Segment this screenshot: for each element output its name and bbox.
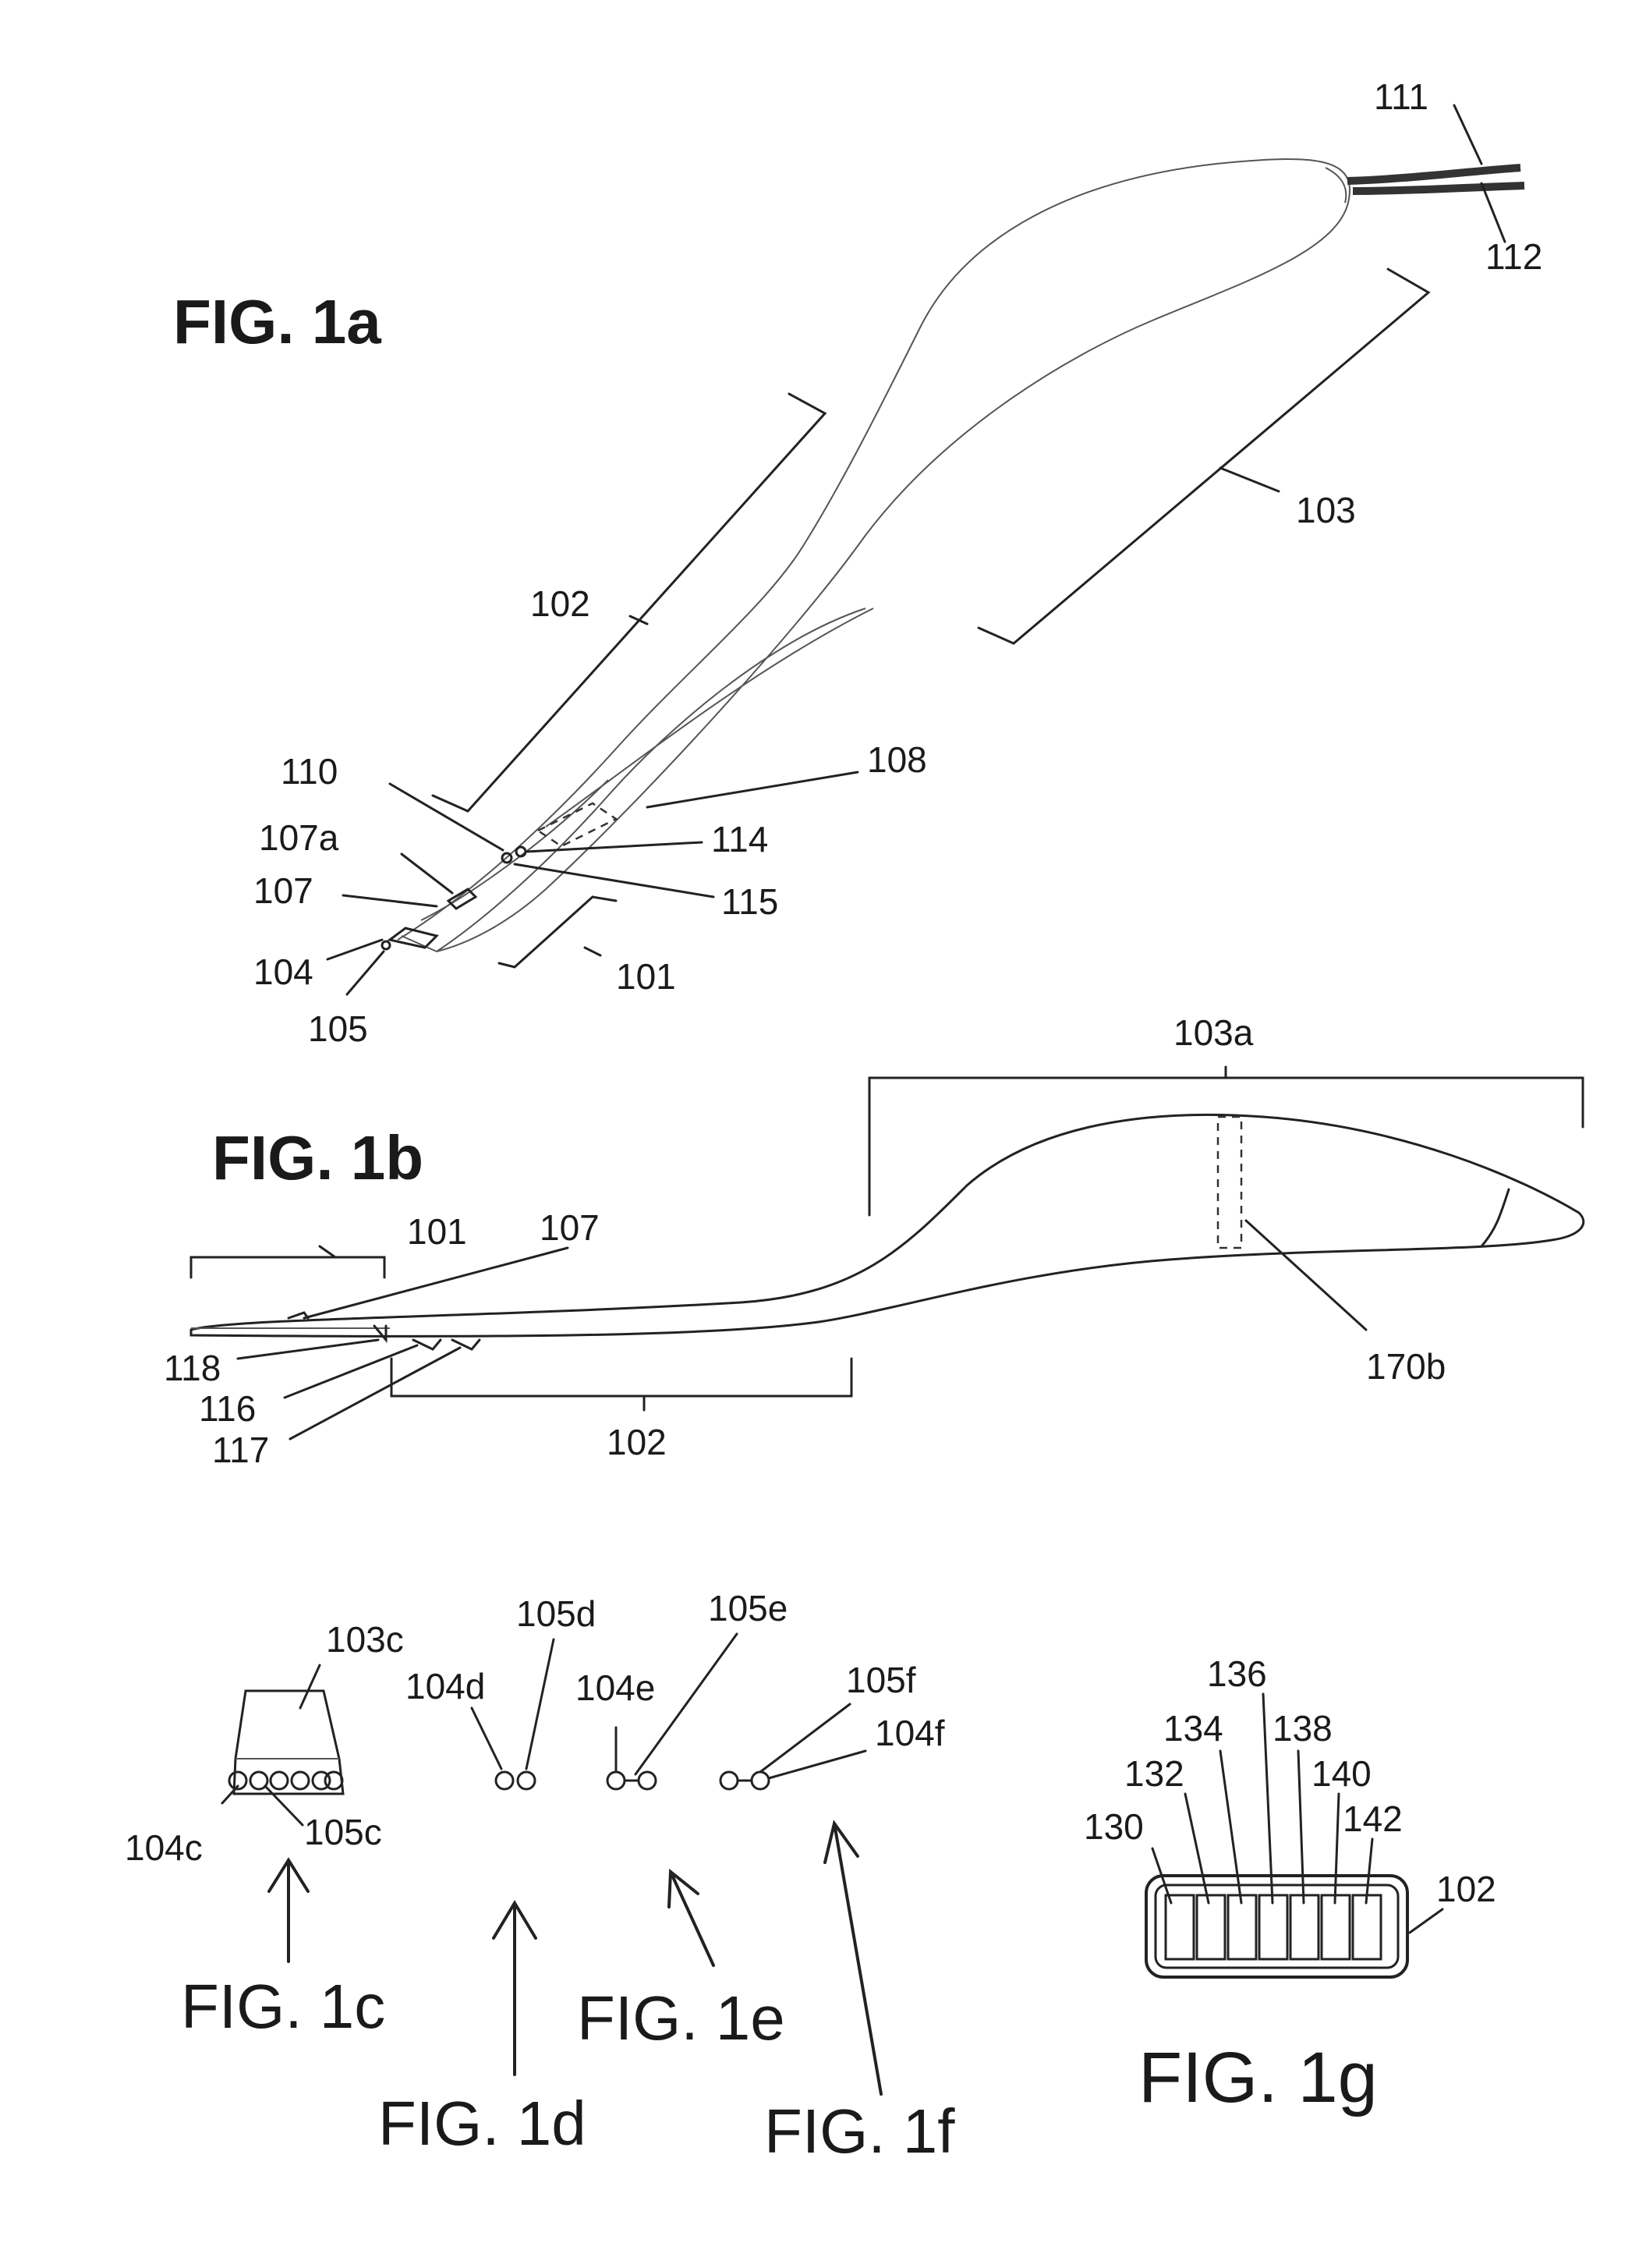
fig-1g-ref-142: 142 bbox=[1343, 1798, 1403, 1839]
fig-1a-bracket-103 bbox=[979, 269, 1428, 643]
fig-1a-bracket-102 bbox=[433, 394, 825, 811]
fig-1g-ref-134: 134 bbox=[1163, 1708, 1223, 1749]
fig-1c-ref-105c: 105c bbox=[304, 1812, 382, 1852]
fig-1c-ref-103c: 103c bbox=[326, 1619, 404, 1660]
fig-1b-ref-102: 102 bbox=[607, 1422, 667, 1462]
figure-1d: 104d 105d FIG. 1d bbox=[378, 1593, 596, 2158]
fig-1b-ref-107: 107 bbox=[540, 1207, 600, 1248]
fig-1e-electrode-b bbox=[639, 1772, 656, 1789]
figure-1c: 103c 104c 105c FIG. 1c bbox=[125, 1619, 404, 2041]
fig-1a-ref-112: 112 bbox=[1485, 236, 1542, 277]
fig-1b-ref-103a: 103a bbox=[1173, 1012, 1254, 1053]
fig-1g-title: FIG. 1g bbox=[1138, 2038, 1378, 2117]
fig-1a-ref-107: 107 bbox=[253, 870, 313, 911]
fig-1g-ref-102: 102 bbox=[1436, 1869, 1496, 1909]
fig-1f-title: FIG. 1f bbox=[764, 2096, 955, 2166]
fig-1g-cell-array bbox=[1166, 1895, 1381, 1959]
fig-1b-ref-116: 116 bbox=[199, 1388, 256, 1429]
figure-1e: 104e 105e FIG. 1e bbox=[575, 1588, 788, 2053]
fig-1b-dashed-component bbox=[1218, 1117, 1241, 1248]
fig-1g-housing-inner bbox=[1156, 1885, 1398, 1968]
fig-1a-title: FIG. 1a bbox=[173, 287, 381, 356]
fig-1a-ref-110: 110 bbox=[281, 751, 338, 792]
fig-1f-electrode-a bbox=[720, 1772, 738, 1789]
fig-1a-ref-111: 111 bbox=[1374, 76, 1428, 117]
fig-1b-ref-101: 101 bbox=[407, 1211, 467, 1252]
fig-1c-electrode-row bbox=[229, 1772, 342, 1789]
fig-1b-ref-117: 117 bbox=[212, 1430, 269, 1470]
fig-1a-ref-107a: 107a bbox=[259, 817, 339, 858]
fig-1a-ref-101: 101 bbox=[616, 956, 676, 997]
fig-1c-ref-104c: 104c bbox=[125, 1827, 203, 1868]
fig-1g-ref-136: 136 bbox=[1207, 1653, 1267, 1694]
fig-1a-ref-108: 108 bbox=[867, 739, 927, 780]
fig-1d-electrode-a bbox=[496, 1772, 513, 1789]
fig-1f-electrode-b bbox=[752, 1772, 769, 1789]
fig-1d-title: FIG. 1d bbox=[378, 2089, 586, 2158]
fig-1a-bracket-101 bbox=[499, 897, 616, 967]
fig-1e-title: FIG. 1e bbox=[577, 1983, 785, 2053]
fig-1d-electrode-b bbox=[518, 1772, 535, 1789]
fig-1f-ref-104f: 104f bbox=[875, 1713, 945, 1753]
fig-1b-bracket-103a bbox=[869, 1078, 1583, 1215]
fig-1f-ref-105f: 105f bbox=[846, 1660, 916, 1700]
figure-1b: FIG. 1b 103a 101 107 118 116 117 102 170… bbox=[164, 1012, 1584, 1470]
fig-1g-ref-130: 130 bbox=[1084, 1806, 1144, 1847]
fig-1a-device-outline bbox=[382, 159, 1350, 951]
figure-1a: FIG. 1a bbox=[173, 76, 1542, 1049]
fig-1d-ref-104d: 104d bbox=[405, 1666, 485, 1706]
fig-1a-cables bbox=[1347, 168, 1524, 191]
fig-1g-ref-140: 140 bbox=[1311, 1753, 1372, 1794]
fig-1a-ref-115: 115 bbox=[721, 881, 778, 922]
fig-1e-ref-104e: 104e bbox=[575, 1667, 655, 1708]
fig-1d-view-arrow bbox=[494, 1903, 536, 2075]
fig-1b-ref-170b: 170b bbox=[1366, 1346, 1446, 1387]
fig-1g-ref-138: 138 bbox=[1273, 1708, 1333, 1749]
fig-1d-ref-105d: 105d bbox=[516, 1593, 596, 1634]
fig-1b-bracket-101 bbox=[191, 1257, 384, 1278]
fig-1e-ref-105e: 105e bbox=[708, 1588, 788, 1628]
figure-1g: 130 132 134 136 138 140 142 102 FIG. 1g bbox=[1084, 1653, 1496, 2117]
fig-1a-ref-102: 102 bbox=[530, 583, 590, 624]
fig-1b-ref-118: 118 bbox=[164, 1348, 221, 1388]
fig-1b-bracket-102 bbox=[391, 1359, 851, 1396]
fig-1b-title: FIG. 1b bbox=[212, 1123, 423, 1192]
fig-1a-ref-114: 114 bbox=[711, 819, 768, 859]
fig-1a-ref-104: 104 bbox=[253, 951, 313, 992]
fig-1c-title: FIG. 1c bbox=[181, 1972, 385, 2041]
fig-1g-ref-132: 132 bbox=[1124, 1753, 1184, 1794]
fig-1e-electrode-a bbox=[607, 1772, 625, 1789]
fig-1c-view-arrow bbox=[269, 1860, 308, 1961]
fig-1a-ref-105: 105 bbox=[308, 1008, 368, 1049]
figure-1f: 105f 104f FIG. 1f bbox=[720, 1660, 955, 2166]
fig-1a-ref-103: 103 bbox=[1296, 490, 1356, 530]
fig-1e-view-arrow bbox=[669, 1872, 713, 1965]
fig-1f-view-arrow bbox=[825, 1823, 881, 2094]
